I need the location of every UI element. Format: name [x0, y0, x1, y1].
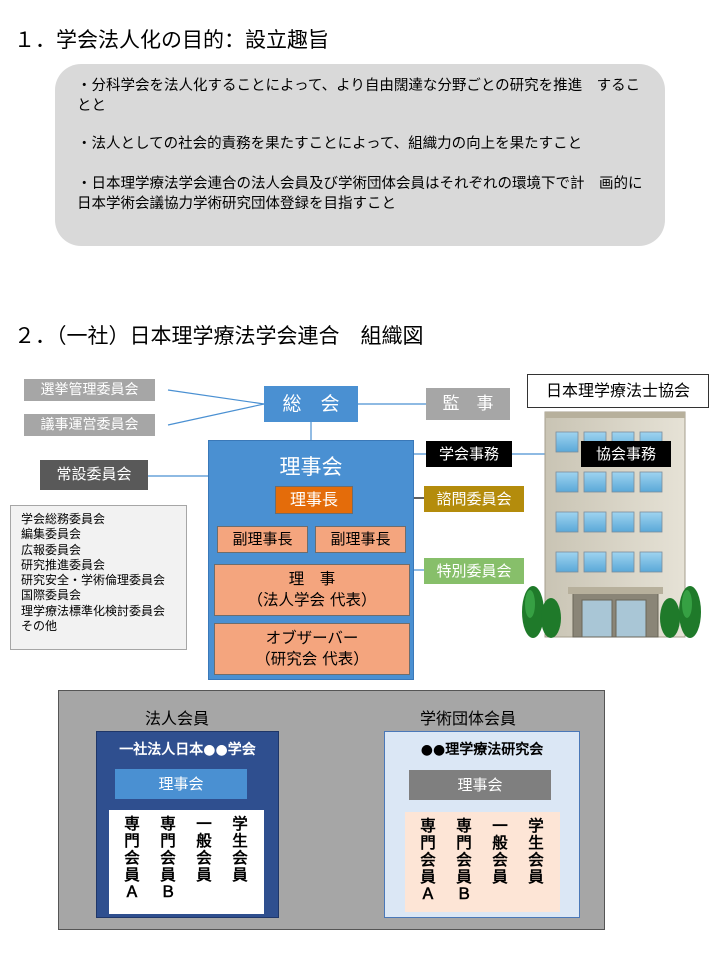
committee-item: 国際委員会 — [21, 588, 82, 603]
president: 理事長 — [275, 486, 353, 514]
corporate-society-box: 一社法人日本●●学会 理事会 専 門 会 員 Ａ 専 門 会 員 Ｂ 一 般 会… — [96, 731, 279, 918]
steering-committee: 議事運営委員会 — [24, 414, 155, 436]
purpose-bullet-2: ・法人としての社会的責務を果たすことによって、組織力の向上を果たすこと — [77, 136, 583, 152]
section2-heading: ２．（一社）日本理学療法学会連合 組織図 — [14, 324, 424, 348]
corporate-board: 理事会 — [115, 769, 247, 799]
association-office: 協会事務 — [581, 441, 671, 467]
committee-list: 学会総務委員会 編集委員会 広報委員会 研究推進委員会 研究安全・学術倫理委員会… — [10, 505, 187, 650]
line-steering-to-assembly — [167, 403, 265, 426]
standing-committee: 常設委員会 — [40, 460, 148, 490]
academic-board: 理事会 — [409, 770, 551, 800]
directors-label: 理 事 — [288, 570, 336, 588]
member-type-student: 学 生 会 員 — [232, 815, 248, 884]
general-assembly: 総 会 — [264, 386, 358, 422]
committee-item: 研究安全・学術倫理委員会 — [21, 573, 166, 588]
board-title: 理事会 — [279, 455, 343, 479]
purpose-box: ・分科学会を法人化することによって、より自由闊達な分野ごとの研究を推進 すること… — [55, 64, 665, 246]
academic-member-types: 専 門 会 員 Ａ 専 門 会 員 Ｂ 一 般 会 員 学 生 会 員 — [405, 812, 560, 912]
member-type-professional-a: 専 門 会 員 Ａ — [420, 817, 436, 903]
section1-heading: １．学会法人化の目的：設立趣旨 — [14, 28, 329, 52]
committee-item: 学会総務委員会 — [21, 512, 106, 526]
academic-society-box: ●●理学療法研究会 理事会 専 門 会 員 Ａ 専 門 会 員 Ｂ 一 般 会 … — [384, 731, 580, 918]
observers-label: オブザーバー — [265, 629, 359, 647]
directors-sublabel: （法人学会 代表） — [247, 591, 377, 609]
society-office: 学会事務 — [426, 441, 512, 467]
line-election-to-assembly — [167, 389, 265, 405]
directors-box: 理 事 （法人学会 代表） — [214, 564, 410, 616]
special-committee: 特別委員会 — [424, 558, 524, 584]
academic-members-title: 学術団体会員 — [420, 709, 517, 728]
committee-item: 研究推進委員会 — [21, 557, 106, 572]
committee-item: 広報委員会 — [21, 542, 82, 557]
corporate-society-name: 一社法人日本●●学会 — [119, 742, 256, 758]
building-icon — [522, 411, 701, 638]
committee-item: その他 — [21, 619, 58, 634]
corporate-members-title: 法人会員 — [145, 709, 210, 728]
advisory-committee: 諮問委員会 — [424, 486, 524, 512]
observers-box: オブザーバー （研究会 代表） — [214, 623, 410, 675]
member-type-professional-b: 専 門 会 員 Ｂ — [456, 817, 472, 903]
member-type-general: 一 般 会 員 — [492, 817, 508, 886]
observers-sublabel: （研究会 代表） — [255, 650, 369, 668]
vice-president-2: 副理事長 — [315, 526, 406, 553]
member-type-professional-a: 専 門 会 員 Ａ — [124, 815, 140, 901]
committee-item: 編集委員会 — [21, 527, 82, 542]
academic-society-name: ●●理学療法研究会 — [420, 742, 544, 758]
jpta-name: 日本理学療法士協会 — [527, 374, 709, 408]
member-type-professional-b: 専 門 会 員 Ｂ — [160, 815, 176, 901]
vice-president-1: 副理事長 — [217, 526, 308, 553]
auditor: 監 事 — [426, 388, 510, 420]
member-type-student: 学 生 会 員 — [528, 817, 544, 886]
committee-item: 理学療法標準化検討委員会 — [21, 603, 166, 618]
member-type-general: 一 般 会 員 — [196, 815, 212, 884]
purpose-bullet-1: ・分科学会を法人化することによって、より自由闊達な分野ごとの研究を推進 すること… — [77, 78, 641, 114]
election-committee: 選挙管理委員会 — [24, 379, 155, 401]
purpose-bullet-3: ・日本理学療法学会連合の法人会員及び学術団体会員はそれぞれの環境下で計 画的に日… — [77, 176, 643, 212]
corporate-member-types: 専 門 会 員 Ａ 専 門 会 員 Ｂ 一 般 会 員 学 生 会 員 — [109, 810, 264, 914]
